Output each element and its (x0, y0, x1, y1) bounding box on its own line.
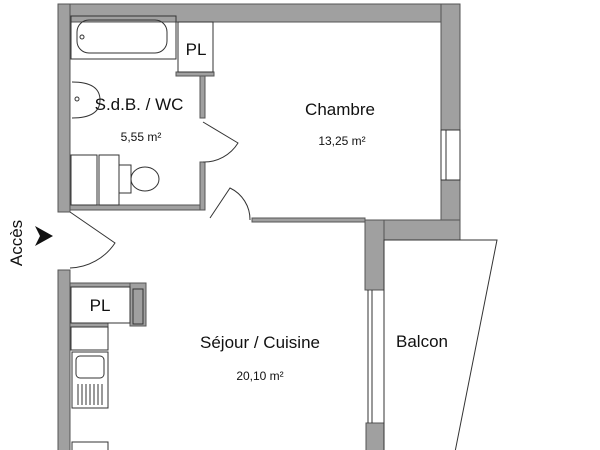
wall-top (57, 3, 461, 23)
wall-sejour-right-lower (365, 422, 385, 450)
closet-label-lower: PL (89, 296, 111, 315)
closet-lower (70, 286, 131, 324)
door-entrance (69, 211, 116, 269)
toilet (118, 164, 132, 194)
washbasin (71, 81, 101, 119)
entrance-label: Accès (7, 219, 26, 267)
balcony-outline (383, 239, 498, 450)
room-area-sdb: 5,55 m² (120, 130, 162, 144)
closet-label-upper: PL (185, 40, 207, 59)
kitchen-sink (71, 351, 109, 409)
wall-left-upper (57, 3, 71, 213)
room-area-sejour: 20,10 m² (236, 369, 284, 383)
room-area-chambre: 13,25 m² (318, 134, 366, 148)
entrance-arrow-icon (35, 226, 53, 246)
room-name-sdb: S.d.B. / WC (94, 95, 184, 114)
room-name-balcon: Balcon (396, 332, 448, 351)
wall-partition-upper (199, 74, 206, 119)
room-name-sejour: Séjour / Cuisine (199, 333, 321, 352)
wall-chambre-bottom (251, 217, 366, 223)
closet-upper (177, 21, 214, 73)
wall-partition-lower (199, 161, 206, 211)
door-sdb (202, 121, 239, 163)
door-chambre (209, 187, 251, 221)
closet-bottom-wall (69, 322, 109, 328)
wall-right-upper (440, 3, 461, 131)
closet-wall-low (69, 282, 133, 288)
bathtub (70, 15, 177, 60)
room-name-chambre: Chambre (305, 100, 375, 119)
closet-wall (175, 71, 215, 77)
drainboard (77, 384, 103, 405)
storage-sdb (70, 154, 98, 206)
wall-sdb-bottom (69, 204, 206, 211)
window-chambre (440, 129, 461, 181)
wall-left-lower (57, 269, 71, 450)
wall-sejour-right-upper (364, 219, 385, 291)
cooktop (71, 441, 109, 450)
